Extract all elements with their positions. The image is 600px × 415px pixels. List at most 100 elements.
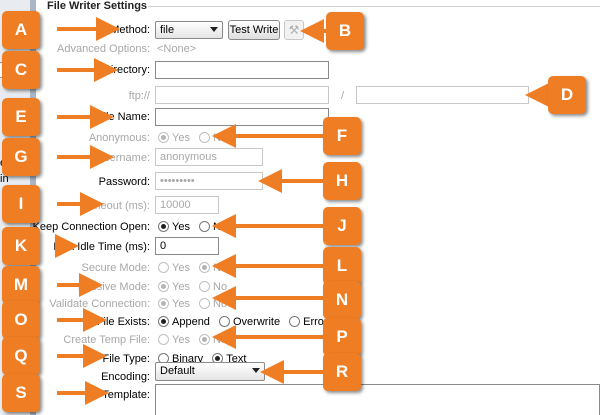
encoding-value: Default: [160, 365, 195, 377]
create-temp-yes-option: Yes: [158, 333, 190, 347]
create-temp-file-label: Create Temp File:: [63, 334, 150, 346]
callout-r: R: [323, 353, 361, 391]
anonymous-no-label: No: [213, 132, 228, 144]
callout-s: S: [2, 374, 40, 412]
validate-connection-no-radio: [199, 298, 211, 309]
create-temp-yes-radio: [158, 334, 169, 345]
anonymous-radio-group: Yes No: [158, 131, 233, 145]
keep-connection-yes-label[interactable]: Yes: [172, 221, 190, 233]
method-value: file: [160, 24, 175, 36]
keep-connection-yes-option[interactable]: Yes: [158, 220, 190, 234]
passive-mode-yes-label: Yes: [172, 281, 190, 293]
callout-c: C: [2, 51, 40, 89]
file-exists-append-option[interactable]: Append: [158, 315, 210, 329]
create-temp-file-radio-group: Yes No: [158, 333, 233, 347]
section-divider: [148, 6, 600, 7]
timeout-input: [155, 196, 219, 214]
secure-mode-yes-option: Yes: [158, 261, 190, 275]
anonymous-yes-radio: [158, 132, 169, 143]
secure-mode-no-option: No: [199, 261, 227, 275]
anonymous-yes-option: Yes: [158, 131, 190, 145]
callout-k: K: [2, 227, 40, 265]
validate-connection-yes-option: Yes: [158, 297, 190, 311]
callout-b: B: [326, 12, 364, 50]
file-exists-append-label[interactable]: Append: [172, 316, 210, 328]
validate-connection-label: Validate Connection:: [49, 298, 150, 310]
anonymous-no-option: No: [199, 131, 227, 145]
callout-f: F: [323, 117, 361, 155]
section-title: File Writer Settings: [47, 0, 148, 12]
file-exists-overwrite-label[interactable]: Overwrite: [233, 316, 281, 328]
passive-mode-no-radio: [199, 281, 211, 292]
left-panel-text-fragment: in: [0, 173, 9, 185]
passive-mode-yes-radio: [158, 281, 169, 292]
create-temp-no-label: No: [213, 334, 228, 346]
create-temp-no-radio: [199, 334, 211, 345]
encoding-select[interactable]: Default: [155, 362, 265, 381]
callout-p: P: [323, 318, 361, 356]
keep-connection-radio-group: Yes No: [158, 220, 233, 234]
callout-d: D: [548, 76, 586, 114]
method-select[interactable]: file: [155, 21, 223, 39]
anonymous-yes-label: Yes: [172, 132, 190, 144]
ftp-label: ftp://: [128, 90, 150, 102]
file-exists-error-radio[interactable]: [289, 316, 301, 327]
validate-connection-no-label: No: [213, 298, 228, 310]
callout-g: G: [2, 138, 40, 176]
secure-mode-no-label: No: [213, 262, 228, 274]
browse-button: ⚒: [284, 20, 304, 40]
file-exists-label: File Exists:: [96, 316, 150, 328]
secure-mode-radio-group: Yes No: [158, 261, 233, 275]
secure-mode-label: Secure Mode:: [81, 262, 150, 274]
password-label: Password:: [98, 176, 150, 188]
advanced-options-value: <None>: [157, 43, 197, 55]
file-name-input[interactable]: [155, 108, 329, 126]
anonymous-no-radio: [199, 132, 211, 143]
template-label: Template:: [102, 389, 150, 401]
secure-mode-no-radio: [199, 262, 211, 273]
passive-mode-no-label: No: [213, 281, 228, 293]
method-label: Method:: [110, 24, 150, 36]
file-exists-error-label[interactable]: Error: [303, 316, 328, 328]
file-exists-overwrite-radio[interactable]: [219, 316, 230, 327]
validate-connection-no-option: No: [199, 297, 227, 311]
callout-q: Q: [2, 337, 40, 375]
create-temp-no-option: No: [199, 333, 227, 347]
file-exists-overwrite-option[interactable]: Overwrite: [219, 315, 280, 329]
callout-o: O: [2, 301, 40, 339]
callout-n: N: [323, 281, 361, 319]
secure-mode-yes-radio: [158, 262, 169, 273]
keep-connection-no-option[interactable]: No: [199, 220, 227, 234]
keep-connection-no-label[interactable]: No: [213, 221, 228, 233]
directory-input[interactable]: [155, 61, 329, 79]
validate-connection-yes-label: Yes: [172, 298, 190, 310]
callout-m: M: [2, 266, 40, 304]
username-input: [155, 148, 263, 166]
test-write-button[interactable]: Test Write: [228, 20, 280, 40]
validate-connection-radio-group: Yes No: [158, 297, 233, 311]
callout-l: L: [323, 247, 361, 285]
callout-a: A: [2, 11, 40, 49]
file-exists-radio-group: Append Overwrite Error: [158, 315, 334, 329]
chevron-down-icon: [210, 27, 218, 32]
passive-mode-radio-group: Yes No: [158, 280, 233, 294]
ftp-path-separator: /: [341, 90, 345, 102]
validate-connection-yes-radio: [158, 298, 169, 309]
keep-connection-no-radio[interactable]: [199, 221, 211, 232]
chevron-down-icon: [252, 368, 260, 373]
callout-h: H: [323, 162, 361, 200]
template-textarea[interactable]: [155, 384, 600, 415]
file-exists-error-option[interactable]: Error: [289, 315, 328, 329]
secure-mode-yes-label: Yes: [172, 262, 190, 274]
file-type-label: File Type:: [102, 353, 151, 365]
keep-connection-yes-radio[interactable]: [158, 221, 169, 232]
encoding-label: Encoding:: [101, 371, 150, 383]
password-input: [155, 172, 263, 190]
keep-connection-label: Keep Connection Open:: [32, 221, 150, 233]
file-exists-append-radio[interactable]: [158, 316, 169, 327]
create-temp-yes-label: Yes: [172, 334, 190, 346]
callout-e: E: [2, 98, 40, 136]
max-idle-input[interactable]: [155, 237, 219, 255]
passive-mode-no-option: No: [199, 280, 227, 294]
